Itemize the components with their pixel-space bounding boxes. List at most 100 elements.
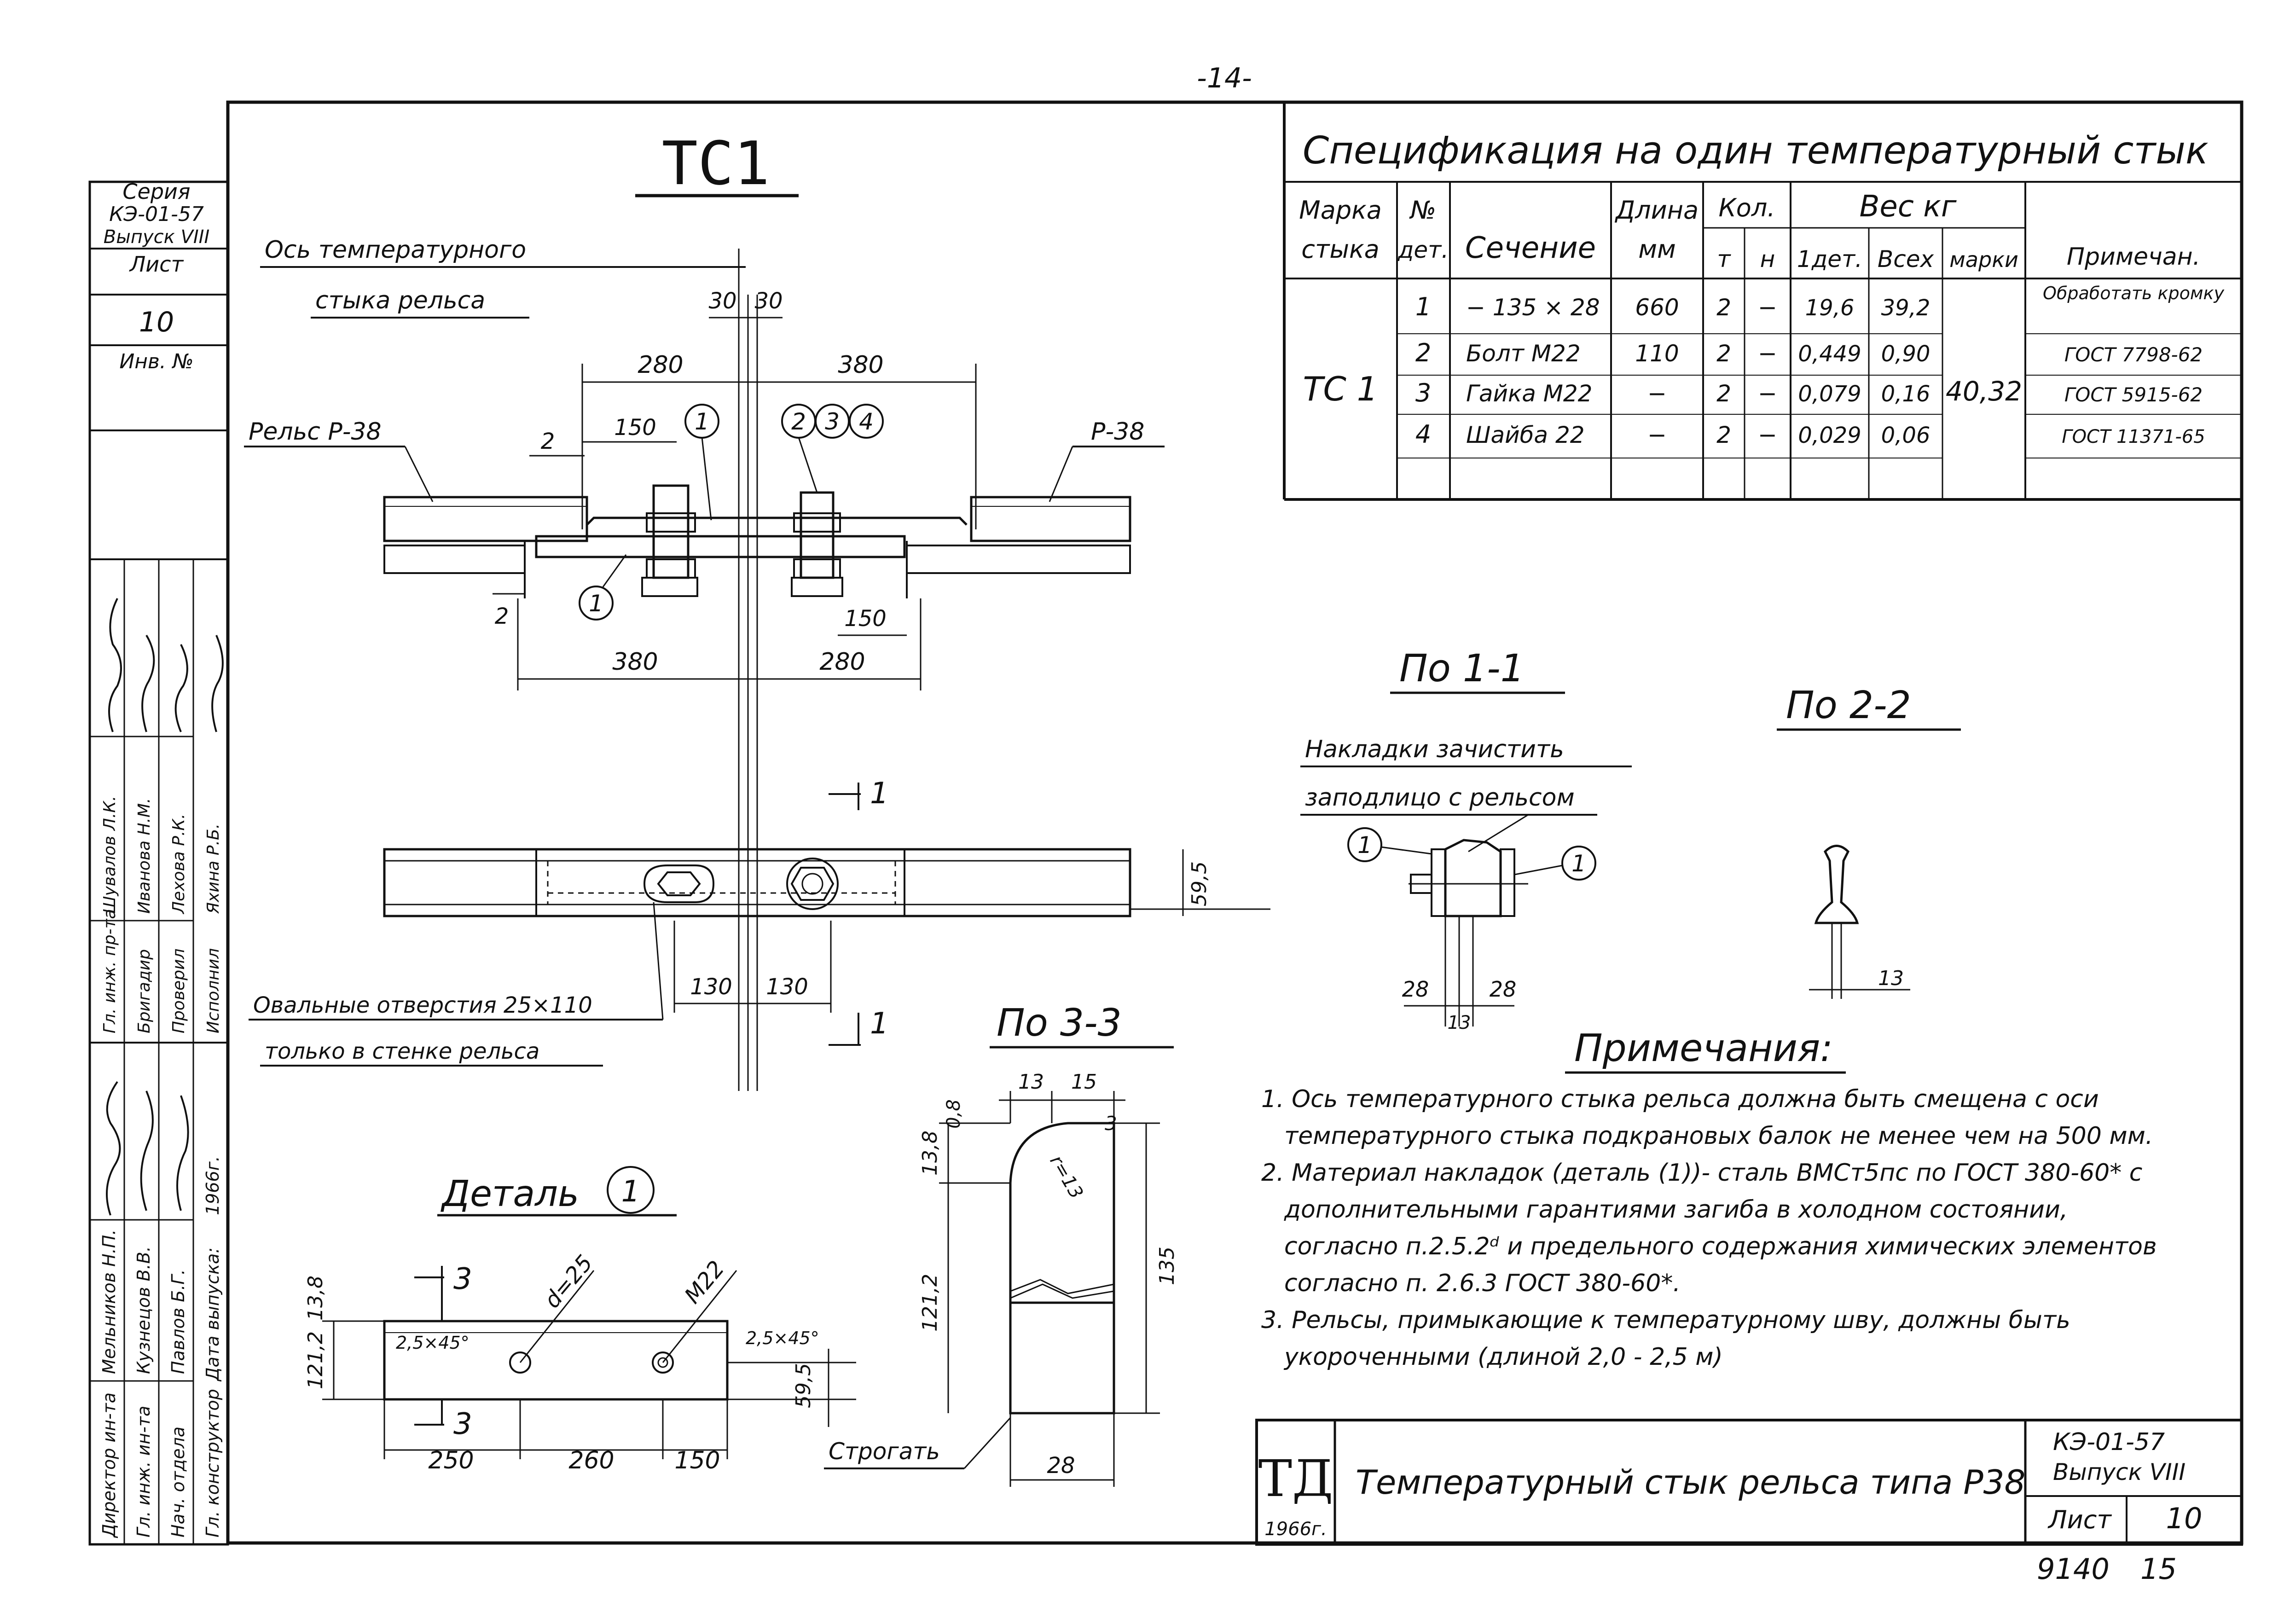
oval-hole bbox=[643, 864, 715, 903]
name-kuznetsov: Кузнецов В.В. bbox=[133, 1246, 154, 1374]
chamfer-left: 2,5×45° bbox=[396, 1333, 470, 1353]
row2-note: ГОСТ 7798-62 bbox=[2064, 343, 2203, 366]
hdr-weight-mark: марки bbox=[1949, 247, 2018, 272]
spec-row: 2 Болт М22 110 2 − 0,449 0,90 ГОСТ 7798-… bbox=[1415, 338, 2203, 367]
oval-note-2: только в стенке рельса bbox=[265, 1038, 539, 1064]
signatures-lower bbox=[106, 1081, 189, 1216]
dim-0-8: 0,8 bbox=[943, 1099, 964, 1129]
stamp-series: КЭ-01-57 bbox=[109, 203, 204, 226]
role-head-dept: Нач. отдела bbox=[168, 1427, 188, 1537]
stamp-sheet-label: Лист bbox=[129, 252, 184, 277]
logo-year: 1966г. bbox=[1264, 1519, 1327, 1540]
callout-1-bottom-label: 1 bbox=[589, 590, 603, 617]
detail-title: Деталь bbox=[441, 1173, 579, 1215]
dim-13-v22: 13 bbox=[1878, 967, 1904, 990]
dim-28-v33: 28 bbox=[1047, 1453, 1075, 1479]
note-line-3: 2. Материал накладок (деталь (1))- сталь… bbox=[1261, 1159, 2142, 1187]
note-line-1: 1. Ось температурного стыка рельса должн… bbox=[1261, 1085, 2099, 1113]
row4-section: Шайба 22 bbox=[1466, 422, 1585, 448]
detail-1: Деталь 1 3 3 2,5×45° 2,5×45° d=25 M22 13… bbox=[304, 1166, 856, 1474]
stamp-series-label: Серия bbox=[122, 179, 190, 204]
view-1-1-title: По 1-1 bbox=[1399, 647, 1525, 690]
hdr-note: Примечан. bbox=[2067, 243, 2200, 271]
row3-one: 0,079 bbox=[1798, 381, 1861, 407]
dim-2-mid: 2 bbox=[495, 603, 509, 629]
row2-n: − bbox=[1758, 340, 1777, 367]
name-yakhina: Яхина Р.Б. bbox=[204, 824, 223, 914]
view-1-1-note-2: заподлицо с рельсом bbox=[1305, 784, 1575, 812]
hole-diameter-label: d=25 bbox=[539, 1250, 598, 1313]
page-number: -14- bbox=[1197, 62, 1252, 94]
row2-length: 110 bbox=[1635, 340, 1679, 367]
dim-130-right: 130 bbox=[766, 974, 808, 1000]
rail-section-1-1 bbox=[1444, 839, 1502, 917]
row1-n: − bbox=[1758, 294, 1777, 321]
view-3-3-title: По 3-3 bbox=[997, 1001, 1122, 1045]
dim-380-top: 380 bbox=[838, 351, 883, 379]
row1-section: − 135 × 28 bbox=[1466, 294, 1600, 321]
footer-num: 15 bbox=[2140, 1552, 2177, 1586]
dim-2-top: 2 bbox=[541, 429, 555, 454]
name-lekhova: Лехова Р.К. bbox=[169, 814, 188, 915]
stamp-signatures-upper: Гл. инж. пр-та Бригадир Проверил Исполни… bbox=[100, 598, 224, 1033]
tb-series: КЭ-01-57 bbox=[2053, 1428, 2165, 1456]
footer-code: 9140 bbox=[2037, 1552, 2110, 1586]
view-2-2: По 2-2 13 bbox=[1777, 684, 1961, 999]
row3-all: 0,16 bbox=[1881, 381, 1931, 407]
hdr-length-1: Длина bbox=[1615, 196, 1699, 225]
note-line-8: укороченными (длиной 2,0 - 2,5 м) bbox=[1283, 1343, 1723, 1371]
row1-all: 39,2 bbox=[1881, 295, 1931, 321]
dim-28-left-v11: 28 bbox=[1402, 977, 1429, 1002]
dim-380-mid: 380 bbox=[612, 648, 658, 676]
row1-one: 19,6 bbox=[1805, 295, 1855, 321]
plate-section-bottom bbox=[1009, 1301, 1115, 1415]
dim-130-left: 130 bbox=[690, 974, 732, 1000]
spec-row: 1 − 135 × 28 660 2 − 19,6 39,2 Обработат… bbox=[1415, 283, 2225, 321]
role-director: Директор ин-та bbox=[99, 1392, 119, 1538]
row3-length: − bbox=[1647, 380, 1667, 407]
drawing-title: TC1 bbox=[662, 128, 770, 198]
row2-one: 0,449 bbox=[1798, 341, 1861, 367]
dim-30a: 30 bbox=[708, 288, 736, 314]
washer-right bbox=[786, 858, 839, 910]
dim-280-top: 280 bbox=[638, 351, 683, 379]
nut-hex-right bbox=[790, 867, 835, 901]
dim-13-8-v33: 13,8 bbox=[918, 1131, 942, 1176]
role2-gip: Гл. инж. пр-та bbox=[100, 909, 119, 1033]
row2-section: Болт М22 bbox=[1466, 340, 1581, 367]
axis-label-2: стыка рельса bbox=[315, 287, 485, 314]
row4-all: 0,06 bbox=[1881, 423, 1931, 448]
dim-121-2-v33: 121,2 bbox=[918, 1274, 942, 1332]
callout-1-top-label: 1 bbox=[695, 408, 709, 435]
hdr-weight-all: Всех bbox=[1878, 246, 1934, 273]
row4-one: 0,029 bbox=[1798, 423, 1861, 448]
row3-num: 3 bbox=[1415, 378, 1431, 407]
callout-1-view11-left bbox=[1347, 827, 1382, 862]
detail-num-circle bbox=[607, 1166, 655, 1214]
row1-length: 660 bbox=[1635, 294, 1679, 321]
callout-4 bbox=[849, 404, 884, 439]
view-1-1: По 1-1 Накладки зачистить заподлицо с ре… bbox=[1300, 647, 1632, 1033]
dim-13-v33: 13 bbox=[1018, 1070, 1044, 1094]
spec-mark-value: TC 1 bbox=[1303, 370, 1378, 408]
dim-13-8-detail: 13,8 bbox=[304, 1276, 327, 1321]
title-block: ТД 1966г. Температурный стык рельса типа… bbox=[1255, 1419, 2243, 1546]
view-2-2-title: По 2-2 bbox=[1786, 684, 1911, 727]
spec-row: 3 Гайка М22 − 2 − 0,079 0,16 ГОСТ 5915-6… bbox=[1415, 378, 2203, 407]
chamfer-right: 2,5×45° bbox=[746, 1328, 819, 1348]
nut-hex-left bbox=[657, 871, 701, 896]
row2-t: 2 bbox=[1716, 340, 1731, 367]
hdr-qty-t: т bbox=[1717, 246, 1731, 273]
hdr-mark-1: Марка bbox=[1299, 196, 1382, 225]
stamp-signatures-lower: Директор ин-та Гл. инж. ин-та Нач. отдел… bbox=[99, 1081, 223, 1538]
callout-1-view11-left-label: 1 bbox=[1357, 832, 1372, 858]
dim-59-5-detail: 59,5 bbox=[792, 1363, 815, 1408]
oval-note-1: Овальные отверстия 25×110 bbox=[253, 992, 592, 1018]
row4-n: − bbox=[1758, 422, 1777, 448]
name-ivanova: Иванова Н.М. bbox=[135, 798, 154, 914]
hole-m22 bbox=[652, 1351, 674, 1374]
spec-table: Спецификация на один температурный стык … bbox=[1283, 102, 2242, 501]
row1-num: 1 bbox=[1415, 292, 1431, 321]
section-mark-1-top: 1 bbox=[870, 777, 889, 811]
